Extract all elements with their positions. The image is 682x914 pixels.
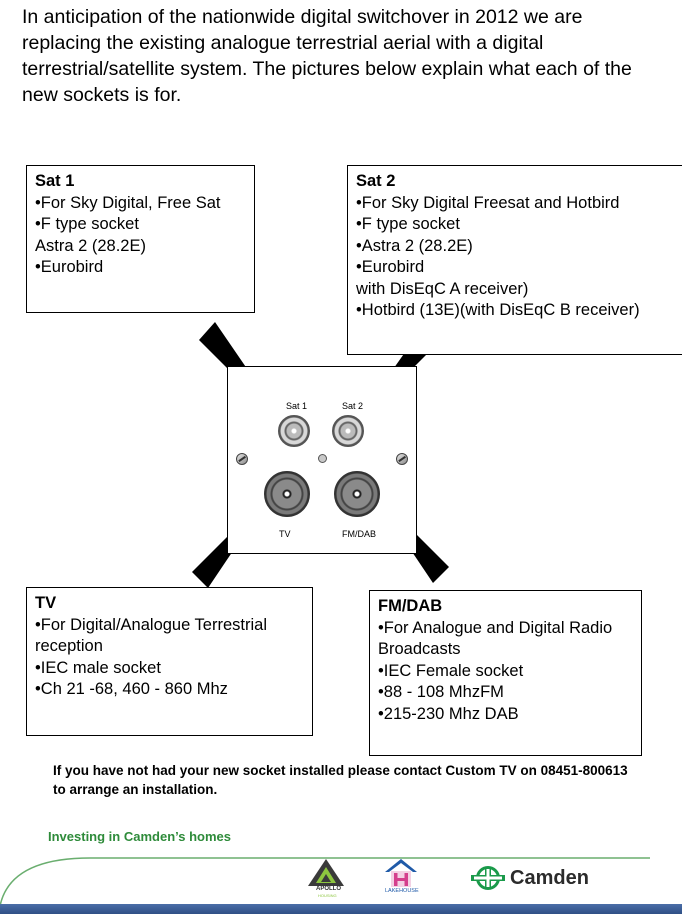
camden-logo-text: Camden [510, 867, 589, 889]
intro-paragraph: In anticipation of the nationwide digita… [22, 6, 632, 106]
sat2-line: •Hotbird (13E)(with DisEqC B receiver) [356, 301, 640, 319]
apollo-logo-text: APOLLO [316, 886, 341, 892]
fm-dab-iec-socket [334, 471, 380, 517]
plate-label-fm-dab: FM/DAB [342, 529, 377, 539]
fm-dab-line: •IEC Female socket [378, 661, 524, 680]
apollo-logo: APOLLO HOUSING [304, 858, 348, 900]
fm-dab-info-box: FM/DAB •For Analogue and Digital Radio B… [369, 590, 642, 756]
sat1-line: •F type socket [35, 215, 139, 233]
sat1-line: •Eurobird [35, 258, 104, 276]
sat2-f-socket [332, 415, 364, 447]
plate-label-sat2: Sat 2 [342, 401, 364, 411]
installation-contact-note: If you have not had your new socket inst… [53, 763, 628, 797]
lakehouse-logo-text: LAKEHOUSE [385, 888, 419, 894]
fm-dab-title: FM/DAB [378, 597, 443, 615]
lakehouse-house-icon [385, 859, 417, 887]
indicator-dot [318, 454, 327, 463]
fm-dab-line: •215-230 Mhz DAB [378, 704, 519, 723]
tv-iec-socket [264, 471, 310, 517]
sat2-line: •Eurobird [356, 258, 425, 276]
sat1-line: Astra 2 (28.2E) [35, 236, 146, 255]
plate-label-tv: TV [279, 529, 291, 539]
sat2-title: Sat 2 [356, 172, 396, 190]
sat1-line: •For Sky Digital, Free Sat [35, 193, 221, 212]
wall-socket-plate: Sat 1 Sat 2 TV FM/DAB [227, 366, 417, 554]
plate-label-sat1: Sat 1 [286, 401, 308, 411]
camden-logo: Camden [470, 866, 610, 892]
sat2-line: •Astra 2 (28.2E) [356, 236, 473, 255]
footer-swoosh [0, 857, 650, 906]
sat2-line: •F type socket [356, 215, 460, 233]
lakehouse-logo: LAKEHOUSE [384, 858, 420, 898]
sat1-title: Sat 1 [35, 172, 75, 190]
footer-blue-bar [0, 904, 682, 914]
sat1-info-box: Sat 1 •For Sky Digital, Free Sat •F type… [26, 165, 255, 313]
tv-line: •IEC male socket [35, 658, 161, 677]
camden-emblem-icon [471, 866, 505, 890]
apollo-a-icon [308, 859, 344, 886]
right-screw-icon [396, 453, 408, 465]
tv-line: •Ch 21 -68, 460 - 860 Mhz [35, 680, 228, 698]
tv-info-box: TV •For Digital/Analogue Terrestrial rec… [26, 587, 313, 736]
tv-title: TV [35, 594, 57, 612]
tv-line: •For Digital/Analogue Terrestrial recept… [35, 615, 267, 656]
left-screw-icon [236, 453, 248, 465]
fm-dab-line: •For Analogue and Digital Radio Broadcas… [378, 618, 613, 659]
sat2-line: with DisEqC A receiver) [356, 279, 529, 298]
sat2-line: •For Sky Digital Freesat and Hotbird [356, 193, 620, 212]
fm-dab-line: •88 - 108 MhzFM [378, 683, 504, 701]
sat1-f-socket [278, 415, 310, 447]
tagline: Investing in Camden’s homes [48, 829, 232, 844]
apollo-logo-subtext: HOUSING [318, 893, 337, 898]
sat2-info-box: Sat 2 •For Sky Digital Freesat and Hotbi… [347, 165, 682, 355]
